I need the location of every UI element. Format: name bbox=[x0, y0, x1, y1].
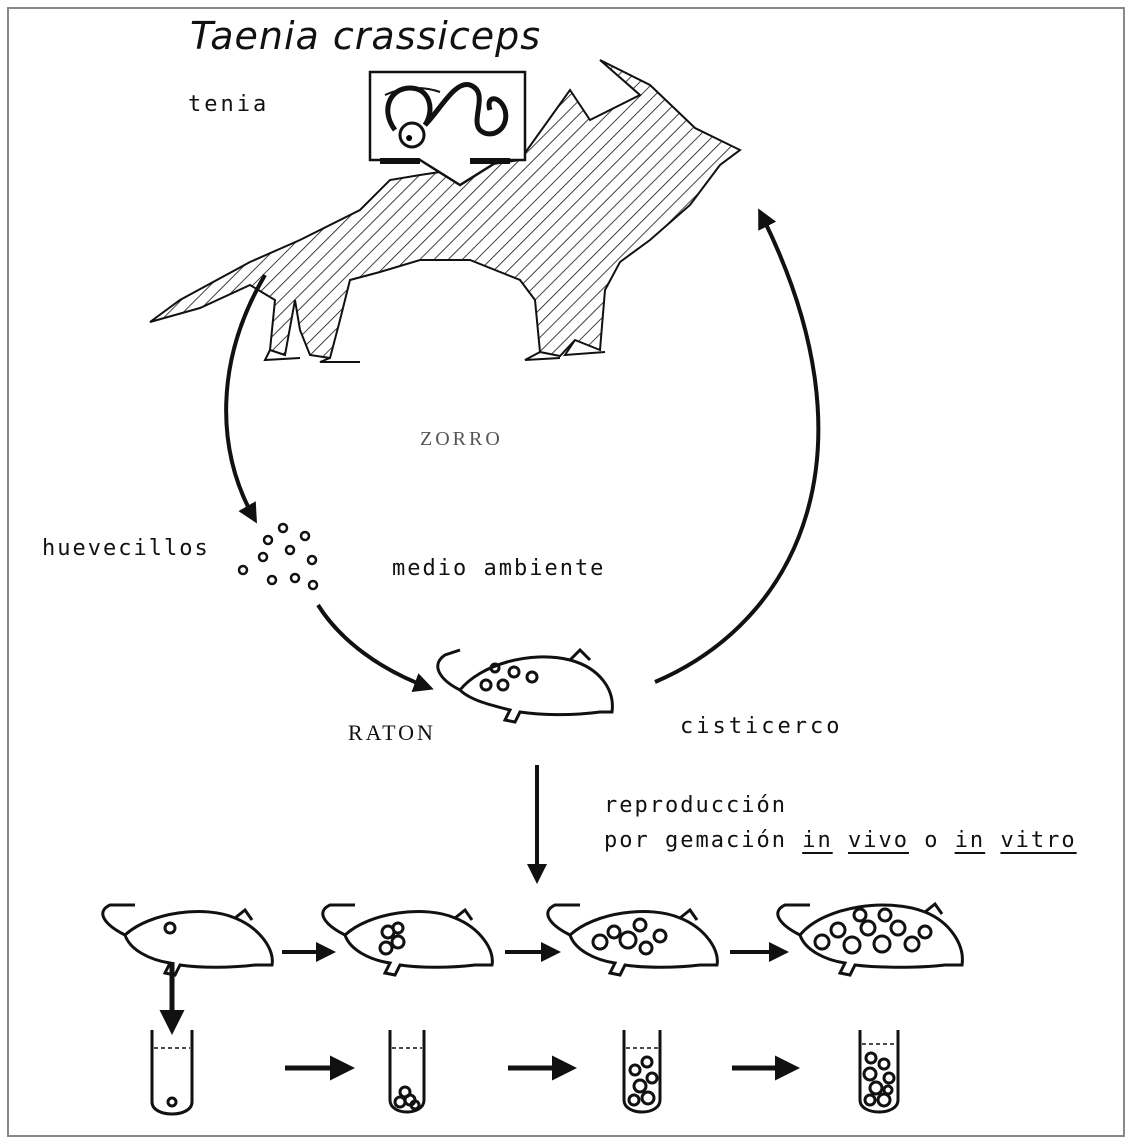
mouse-stage-2 bbox=[323, 905, 493, 975]
tube-3 bbox=[624, 1030, 660, 1112]
diagram-title: Taenia crassiceps bbox=[190, 14, 541, 58]
gemacion-text: por gemación bbox=[604, 828, 787, 853]
mouse-stage-4 bbox=[778, 904, 963, 975]
label-huevecillos: huevecillos bbox=[42, 536, 210, 561]
arrow-mouse-to-fox bbox=[655, 212, 818, 682]
arrow-fox-to-eggs bbox=[226, 275, 265, 520]
mouse-stage-3 bbox=[548, 905, 718, 975]
eggs-cluster bbox=[239, 524, 317, 589]
svg-text:●: ● bbox=[405, 129, 413, 145]
tube-4 bbox=[860, 1030, 898, 1112]
label-gemacion: por gemación in vivo o in vitro bbox=[604, 828, 1077, 853]
in-vitro-in: in bbox=[955, 828, 986, 853]
tube-2 bbox=[390, 1030, 424, 1112]
in-vitro-vitro: vitro bbox=[1000, 828, 1076, 853]
label-tenia: tenia bbox=[188, 92, 269, 117]
label-medio-ambiente: medio ambiente bbox=[392, 556, 605, 581]
arrow-eggs-to-mouse bbox=[318, 605, 430, 688]
label-reproduccion: reproducción bbox=[604, 793, 787, 818]
or-text: o bbox=[924, 828, 939, 853]
in-vivo-in: in bbox=[802, 828, 833, 853]
label-zorro: ZORRO bbox=[420, 428, 503, 451]
label-cisticerco: cisticerco bbox=[680, 714, 842, 739]
tube-1 bbox=[152, 1030, 192, 1114]
in-vivo-vivo: vivo bbox=[848, 828, 909, 853]
label-raton: RATON bbox=[348, 720, 436, 746]
mouse-stage-1 bbox=[103, 905, 273, 975]
mouse-raton bbox=[438, 650, 613, 722]
